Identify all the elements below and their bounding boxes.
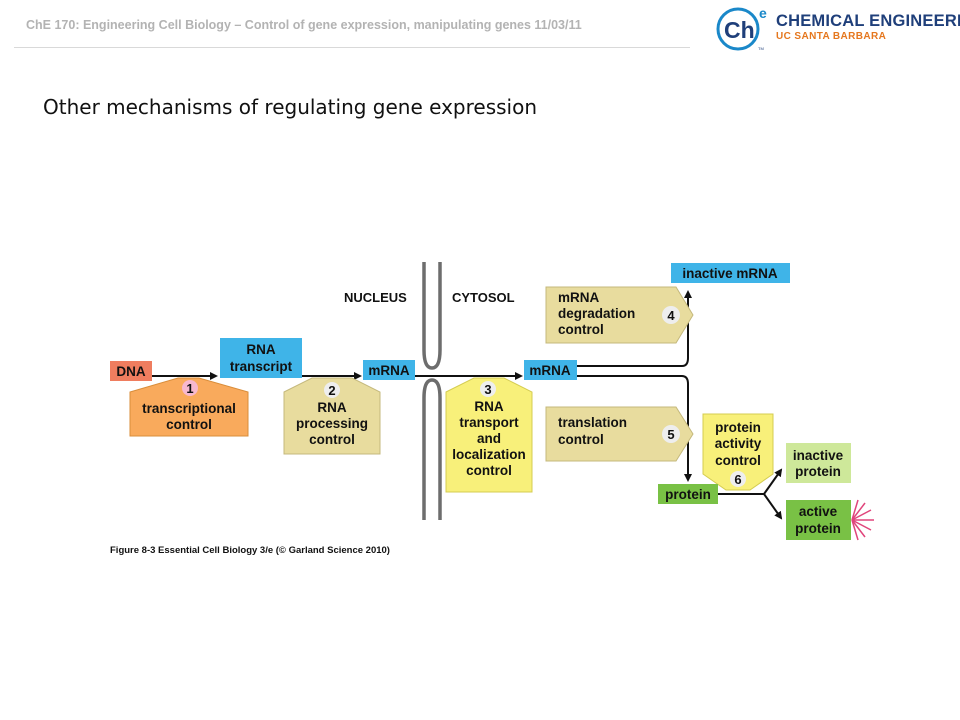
arrow-to-inactive-mrna bbox=[576, 290, 692, 367]
control-3-number: 3 bbox=[484, 382, 491, 397]
control-2-line-1: RNA bbox=[317, 400, 346, 415]
logo-name: CHEMICAL ENGINEERING bbox=[776, 12, 960, 30]
cytosol-label: CYTOSOL bbox=[452, 290, 515, 305]
arrow-to-inactive-protein bbox=[763, 468, 783, 495]
chemical-engineering-logo: Ch e TM CHEMICAL ENGINEERING UC SANTA BA… bbox=[713, 4, 960, 54]
control-4-line-1: mRNA bbox=[558, 290, 600, 305]
nuclear-membrane bbox=[422, 262, 442, 520]
flow-arrows bbox=[150, 290, 783, 520]
figure-caption: Figure 8-3 Essential Cell Biology 3/e (©… bbox=[110, 545, 390, 556]
control-transcriptional: 1 transcriptional control bbox=[129, 377, 249, 437]
control-rna-transport: 3 RNA transport and localization control bbox=[445, 377, 533, 493]
control-3-line-2: transport bbox=[459, 415, 519, 430]
slide-title: Other mechanisms of regulating gene expr… bbox=[43, 95, 538, 119]
control-3-line-4: localization bbox=[452, 447, 526, 462]
control-rna-processing: 2 RNA processing control bbox=[283, 377, 381, 455]
control-5-line-2: control bbox=[558, 432, 604, 447]
control-4-number: 4 bbox=[667, 308, 675, 323]
control-translation: 5 translation control bbox=[545, 406, 694, 462]
logo-subtitle: UC SANTA BARBARA bbox=[776, 31, 887, 42]
control-1-line-2: control bbox=[166, 417, 212, 432]
control-3-line-1: RNA bbox=[474, 399, 503, 414]
mrna-cytosol-box: mRNA bbox=[524, 360, 577, 380]
protein-box: protein bbox=[658, 484, 718, 504]
control-2-line-3: control bbox=[309, 432, 355, 447]
slide-header: ChE 170: Engineering Cell Biology – Cont… bbox=[26, 18, 582, 32]
nucleus-label: NUCLEUS bbox=[344, 290, 407, 305]
control-2-line-2: processing bbox=[296, 416, 368, 431]
control-protein-activity: 6 protein activity control bbox=[702, 413, 774, 491]
control-5-line-1: translation bbox=[558, 415, 627, 430]
active-protein-box: active protein bbox=[786, 500, 851, 540]
control-4-line-3: control bbox=[558, 322, 604, 337]
mrna-nucleus-label: mRNA bbox=[368, 363, 410, 378]
rna-transcript-box: RNA transcript bbox=[220, 338, 302, 378]
inactive-mrna-box: inactive mRNA bbox=[671, 263, 790, 283]
control-1-number: 1 bbox=[186, 381, 193, 396]
logo-trademark: TM bbox=[758, 46, 764, 51]
ch-logo-icon: Ch e TM bbox=[716, 5, 767, 51]
control-6-number: 6 bbox=[734, 472, 741, 487]
dna-box: DNA bbox=[110, 361, 152, 381]
active-protein-line-1: active bbox=[799, 504, 838, 519]
control-3-line-3: and bbox=[477, 431, 501, 446]
control-6-line-3: control bbox=[715, 453, 761, 468]
control-3-line-5: control bbox=[466, 463, 512, 478]
logo-superscript: e bbox=[759, 5, 767, 21]
arrow-to-protein bbox=[576, 375, 692, 482]
logo-mark: Ch bbox=[724, 17, 755, 43]
active-protein-line-2: protein bbox=[795, 521, 841, 536]
control-6-line-1: protein bbox=[715, 420, 761, 435]
dna-label: DNA bbox=[116, 364, 145, 379]
control-6-line-2: activity bbox=[715, 436, 762, 451]
inactive-protein-line-2: protein bbox=[795, 464, 841, 479]
activity-burst-icon bbox=[851, 499, 874, 541]
rna-transcript-line-1: RNA bbox=[246, 342, 275, 357]
inactive-protein-line-1: inactive bbox=[793, 448, 844, 463]
control-1-line-1: transcriptional bbox=[142, 401, 236, 416]
control-mrna-degradation: 4 mRNA degradation control bbox=[545, 286, 694, 344]
header-divider bbox=[14, 47, 690, 48]
control-2-number: 2 bbox=[328, 383, 335, 398]
arrow-to-active-protein bbox=[763, 493, 783, 520]
inactive-protein-box: inactive protein bbox=[786, 443, 851, 483]
mrna-nucleus-box: mRNA bbox=[363, 360, 415, 380]
control-5-number: 5 bbox=[667, 427, 674, 442]
mrna-cytosol-label: mRNA bbox=[529, 363, 571, 378]
rna-transcript-line-2: transcript bbox=[230, 359, 293, 374]
control-4-line-2: degradation bbox=[558, 306, 635, 321]
protein-label: protein bbox=[665, 487, 711, 502]
inactive-mrna-label: inactive mRNA bbox=[682, 266, 778, 281]
